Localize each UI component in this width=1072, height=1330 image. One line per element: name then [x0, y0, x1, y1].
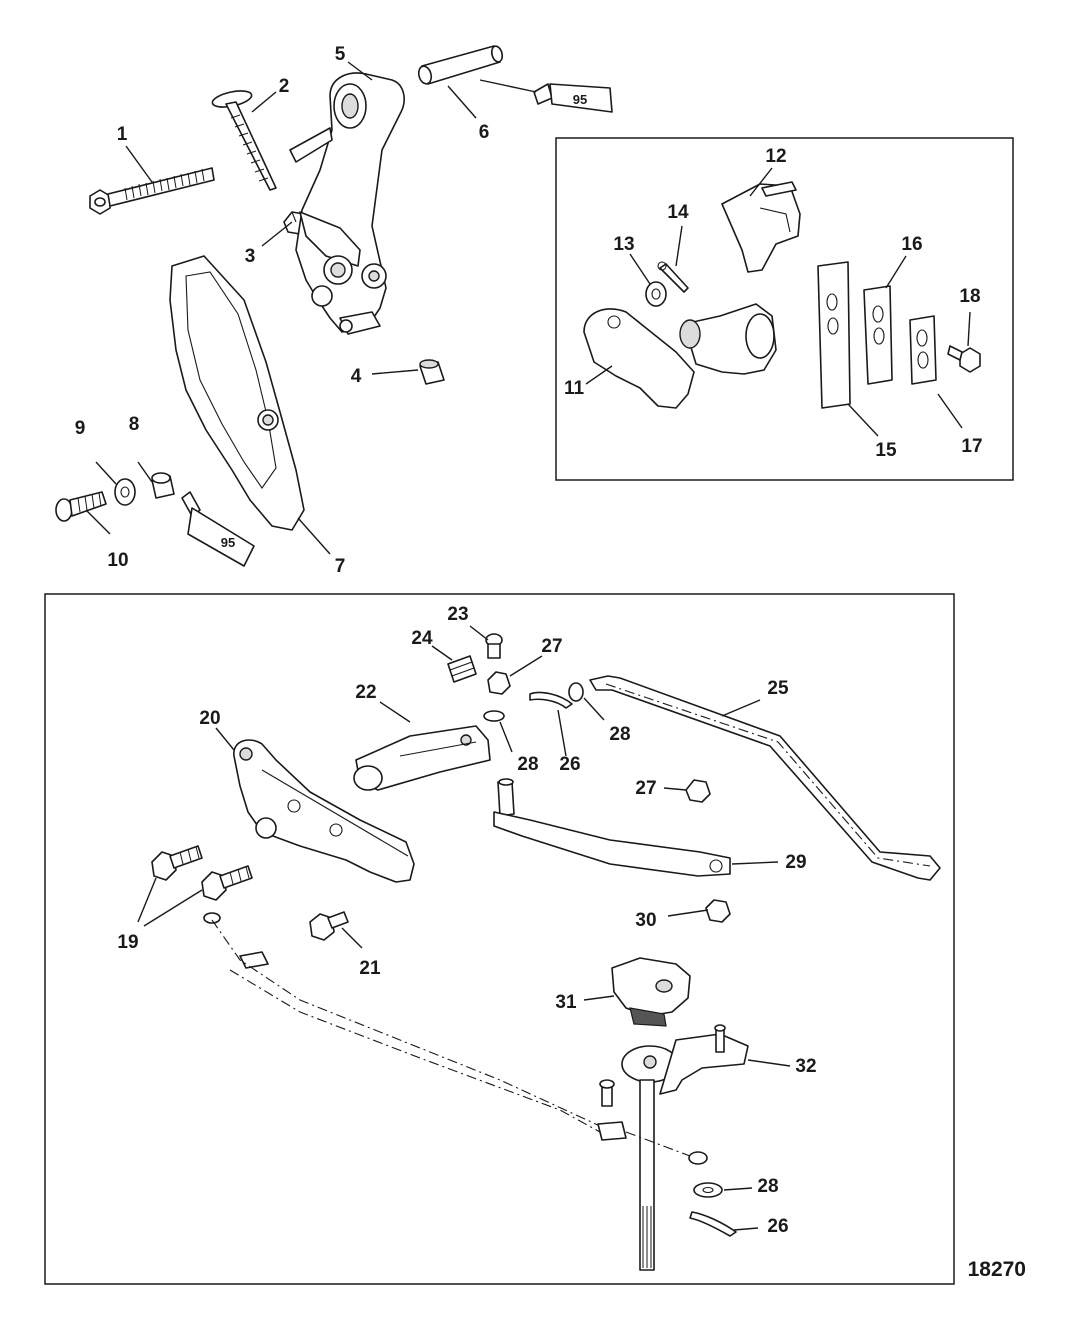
callout-18: 18 [959, 286, 980, 307]
part-1-bolt [89, 167, 215, 215]
part-22-slider-block [353, 725, 491, 791]
callout-21: 21 [359, 958, 381, 979]
callout-29: 29 [785, 852, 806, 873]
callout-9: 9 [75, 418, 86, 439]
figure-id: 18270 [968, 1258, 1026, 1281]
part-8-bushing [151, 472, 175, 499]
callout-26-upper: 26 [559, 754, 580, 775]
part-17-plate [909, 315, 937, 385]
part-14-cotter-pin [657, 261, 689, 293]
part-15-plate [817, 261, 851, 409]
part-9-washer [114, 478, 136, 506]
callout-16: 16 [901, 234, 922, 255]
callout-10: 10 [107, 550, 128, 571]
part-7-bracket-plate [169, 255, 305, 531]
part-2-screw [211, 90, 277, 191]
callouts: 1 2 3 4 5 6 7 8 9 10 11 12 13 14 15 16 1… [75, 44, 983, 1237]
inset-frame-upper-right [555, 137, 1014, 481]
part-24-spring [447, 655, 477, 683]
callout-15: 15 [875, 440, 897, 461]
callout-27-upper: 27 [541, 636, 562, 657]
callout-2: 2 [279, 76, 290, 97]
part-30-nut [705, 899, 731, 923]
callout-13: 13 [613, 234, 634, 255]
part-26-cotter-pin-lower [689, 1211, 737, 1237]
callout-11: 11 [564, 378, 585, 399]
callout-12: 12 [765, 146, 786, 167]
leader-lines [85, 61, 971, 1231]
callout-7: 7 [335, 556, 346, 577]
callout-19: 19 [117, 932, 138, 953]
callout-28-lower: 28 [757, 1176, 778, 1197]
callout-27-lower: 27 [635, 778, 656, 799]
callout-23: 23 [447, 604, 468, 625]
part-21-bolt [309, 911, 349, 941]
part-10-screw [55, 491, 107, 522]
part-27-nut-lower [685, 779, 711, 803]
part-31-cam-block [611, 957, 691, 1027]
callout-17: 17 [961, 436, 982, 457]
callout-8: 8 [129, 414, 140, 435]
part-25-link-rod [589, 675, 941, 881]
part-26-cotter-pin-upper [529, 691, 573, 709]
part-6-tube [417, 45, 504, 85]
part-23-pin [485, 633, 503, 659]
part-18-bolt [947, 345, 981, 373]
callout-3: 3 [245, 246, 256, 267]
part-32-shift-shaft-assembly [621, 1024, 749, 1271]
callout-30: 30 [635, 910, 656, 931]
part-13-washer [645, 281, 667, 307]
part-19-bolt-a [151, 845, 203, 881]
part-5-bracket [289, 72, 405, 335]
part-12-detent-lever [721, 181, 801, 273]
part-27-nut-upper [487, 671, 511, 695]
part-11-shift-lever [583, 303, 777, 409]
sealant-tube-label: 95 [573, 92, 587, 107]
sealant-tube-label-lower: 95 [221, 535, 235, 550]
callout-5: 5 [335, 44, 346, 65]
part-28-washer-upper-right [568, 682, 584, 702]
part-16-plate [863, 285, 893, 385]
callout-24: 24 [411, 628, 433, 649]
callout-1: 1 [117, 124, 128, 145]
callout-32: 32 [795, 1056, 816, 1077]
part-28-washer-upper-left [483, 710, 505, 722]
callout-28-upper-left: 28 [517, 754, 538, 775]
part-19-bolt-b [201, 865, 253, 901]
callout-14: 14 [667, 202, 689, 223]
part-4-sleeve [419, 359, 445, 385]
callout-20: 20 [199, 708, 220, 729]
callout-4: 4 [351, 366, 362, 387]
callout-26-lower: 26 [767, 1216, 788, 1237]
sealant-tube-upper: 95 [533, 83, 613, 113]
part-28-washer-lower [693, 1182, 723, 1198]
callout-28-upper-right: 28 [609, 724, 630, 745]
callout-22: 22 [355, 682, 376, 703]
callout-25: 25 [767, 678, 789, 699]
part-29-throttle-link [493, 778, 731, 877]
inset-frame-lower [44, 593, 955, 1285]
sealant-tube-lower: 95 [181, 491, 255, 567]
hidden-linkage [203, 912, 708, 1165]
callout-31: 31 [555, 992, 577, 1013]
part-20-mounting-bracket [233, 739, 415, 883]
callout-6: 6 [479, 122, 490, 143]
